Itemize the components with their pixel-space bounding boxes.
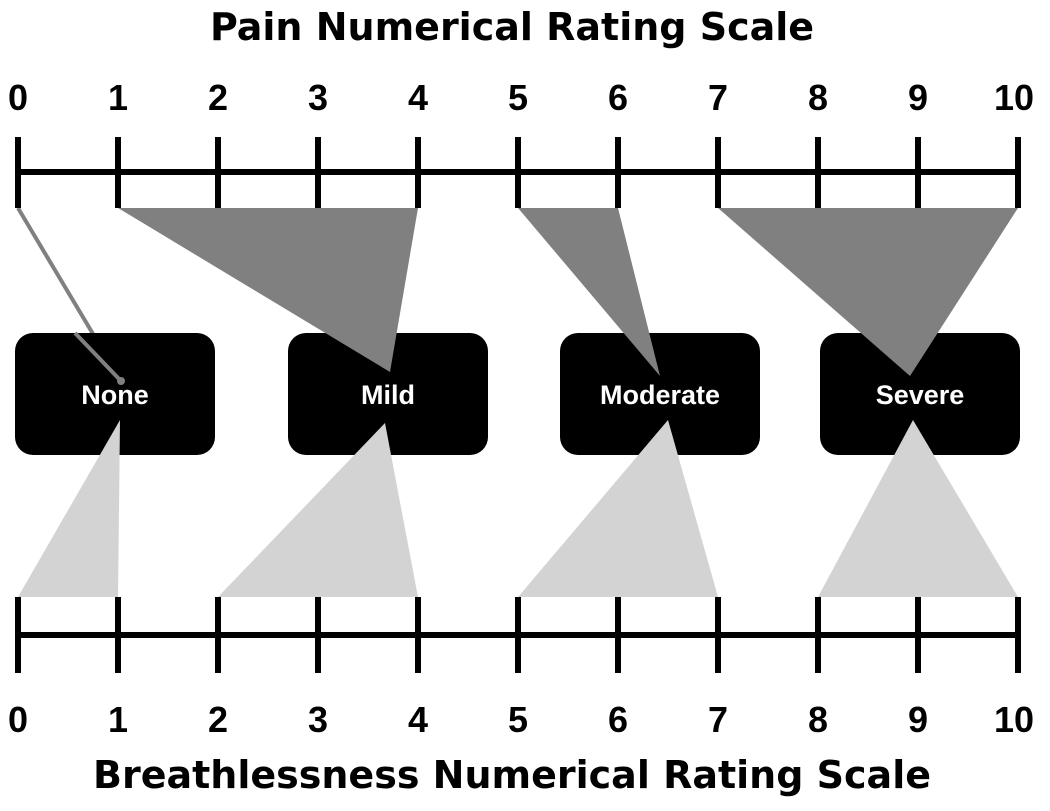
breathlessness-tick-label-6: 6 xyxy=(608,699,628,740)
category-boxes: None Mild Moderate Severe xyxy=(15,331,1020,455)
breathlessness-scale-title: Breathlessness Numerical Rating Scale xyxy=(93,753,931,797)
pain-tick-label-0: 0 xyxy=(8,77,28,118)
breathlessness-scale-axis xyxy=(15,597,1021,673)
pain-tick-label-2: 2 xyxy=(208,77,228,118)
pain-tick-label-8: 8 xyxy=(808,77,828,118)
category-box-none-bg xyxy=(15,333,215,455)
pain-tick-label-10: 10 xyxy=(994,77,1034,118)
pain-mapping-tip-moderate xyxy=(560,333,660,376)
category-box-mild: Mild xyxy=(288,333,488,455)
breathlessness-tick-label-8: 8 xyxy=(808,699,828,740)
category-box-moderate-bg xyxy=(560,333,760,455)
pain-tick-label-6: 6 xyxy=(608,77,628,118)
breathlessness-mapping-none xyxy=(18,420,120,597)
pain-mapping-tip-none xyxy=(73,331,123,383)
pain-tick-label-5: 5 xyxy=(508,77,528,118)
breathlessness-tick-label-9: 9 xyxy=(908,699,928,740)
category-box-severe-bg xyxy=(820,333,1020,455)
breathlessness-tick-label-4: 4 xyxy=(408,699,428,740)
category-label-mild: Mild xyxy=(361,380,415,410)
pain-tick-label-3: 3 xyxy=(308,77,328,118)
pain-scale-title: Pain Numerical Rating Scale xyxy=(210,5,814,49)
breathlessness-tick-label-2: 2 xyxy=(208,699,228,740)
breathlessness-tick-label-1: 1 xyxy=(108,699,128,740)
pain-mapping-dot-none xyxy=(117,377,125,385)
breathlessness-tick-label-10: 10 xyxy=(994,699,1034,740)
category-box-severe: Severe xyxy=(820,333,1020,455)
breathlessness-mappings xyxy=(18,420,1018,597)
breathlessness-mapping-severe xyxy=(818,420,1018,597)
pain-mapping-severe xyxy=(718,208,1018,376)
category-box-mild-bg xyxy=(288,333,488,455)
breathlessness-tick-label-3: 3 xyxy=(308,699,328,740)
breathlessness-mapping-moderate xyxy=(518,420,718,597)
category-box-none: None xyxy=(15,331,215,455)
category-label-severe: Severe xyxy=(876,380,965,410)
pain-tick-labels: 0 1 2 3 4 5 6 7 8 9 10 xyxy=(8,77,1034,118)
breathlessness-mapping-mild xyxy=(218,423,418,597)
breathlessness-tick-label-0: 0 xyxy=(8,699,28,740)
breathlessness-tick-label-5: 5 xyxy=(508,699,528,740)
breathlessness-tick-labels: 0 1 2 3 4 5 6 7 8 9 10 xyxy=(8,699,1034,740)
category-box-moderate: Moderate xyxy=(560,333,760,455)
pain-tick-label-9: 9 xyxy=(908,77,928,118)
pain-mapping-mild xyxy=(118,208,418,372)
breathlessness-tick-label-7: 7 xyxy=(708,699,728,740)
pain-tick-label-7: 7 xyxy=(708,77,728,118)
category-label-moderate: Moderate xyxy=(600,380,720,410)
category-label-none: None xyxy=(81,380,149,410)
pain-tick-label-1: 1 xyxy=(108,77,128,118)
pain-tick-label-4: 4 xyxy=(408,77,428,118)
pain-scale-axis xyxy=(15,137,1021,208)
